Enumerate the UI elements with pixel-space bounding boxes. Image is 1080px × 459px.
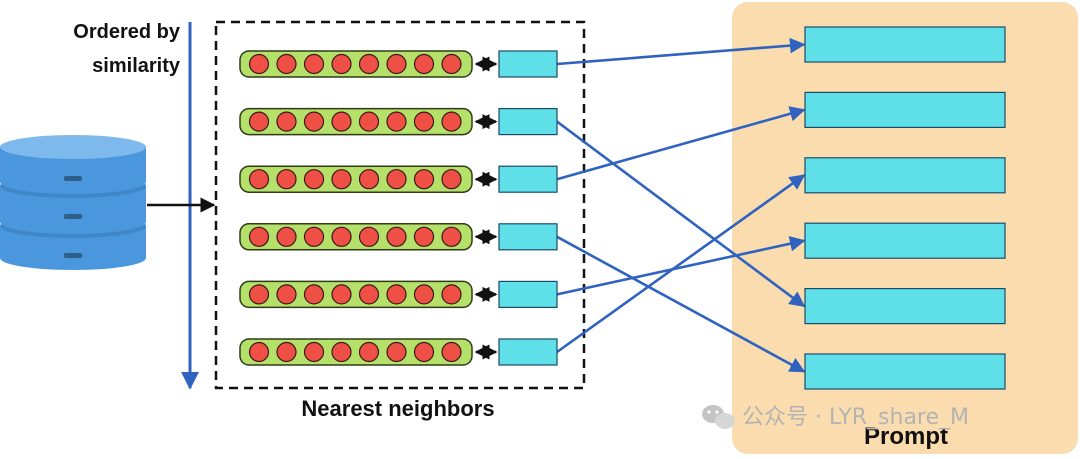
neighbor-row [239, 107, 558, 136]
embedding-dimension [413, 341, 435, 363]
embedding-dimension [248, 169, 270, 190]
embedding-dimension [441, 169, 462, 190]
prompt-label: Prompt [864, 423, 948, 450]
neighbor-row [239, 50, 558, 78]
embedding-dimension [331, 226, 352, 247]
prompt-slot [804, 91, 1006, 129]
embedding-dimension [331, 341, 352, 363]
embedding-dimension [386, 53, 407, 75]
embedding-dimension [413, 53, 435, 75]
embedding-dimension [331, 169, 352, 190]
embedding-dimension [386, 111, 407, 132]
document-chunk [498, 338, 558, 366]
embedding-dimension [303, 341, 325, 363]
embedding-dimension [248, 111, 270, 132]
embedding-dimension [276, 284, 297, 305]
embedding-dimension [441, 226, 462, 247]
embedding-dimension [248, 226, 270, 247]
embedding-dimension [276, 341, 297, 363]
embedding-dimension [386, 169, 407, 190]
wechat-watermark-icon [702, 405, 735, 429]
neighbors-container [214, 20, 586, 390]
embedding-dimension [358, 284, 380, 305]
embedding-vector [239, 338, 473, 366]
prompt-slots [804, 26, 1006, 390]
order-label-line2: similarity [92, 55, 181, 77]
embedding-dimension [386, 226, 407, 247]
retrieval-arrow [556, 235, 806, 373]
neighbor-row [239, 223, 558, 251]
embedding-dimension [303, 53, 325, 75]
neighbor-row [239, 338, 558, 366]
embedding-dimension [303, 169, 325, 190]
neighbor-rows [239, 50, 558, 366]
embedding-dimension [386, 284, 407, 305]
embedding-dimension [331, 111, 352, 132]
embedding-dimension [276, 53, 297, 75]
embedding-dimension [413, 111, 435, 132]
embedding-dimension [331, 53, 352, 75]
embedding-dimension [441, 111, 462, 132]
embedding-dimension [413, 284, 435, 305]
retrieval-arrow [556, 106, 806, 181]
document-chunk [498, 50, 558, 78]
retrieval-links [556, 37, 806, 373]
embedding-vector [239, 50, 473, 78]
embedding-dimension [358, 169, 380, 190]
embedding-dimension [276, 111, 297, 132]
prompt-slot [804, 157, 1006, 194]
embedding-dimension [358, 111, 380, 132]
embedding-dimension [303, 284, 325, 305]
retrieval-arrow [556, 37, 806, 66]
embedding-vector [239, 165, 473, 193]
embedding-dimension [441, 53, 462, 75]
embedding-dimension [441, 341, 462, 363]
database-icon [0, 135, 146, 270]
prompt-slot [804, 222, 1006, 259]
embedding-dimension [276, 169, 297, 190]
embedding-dimension [413, 169, 435, 190]
embedding-dimension [358, 53, 380, 75]
prompt-slot [804, 353, 1006, 390]
embedding-vector [239, 280, 473, 309]
embedding-dimension [358, 341, 380, 363]
prompt-slot [804, 26, 1006, 63]
neighbor-row [239, 165, 558, 193]
order-label-line1: Ordered by [73, 21, 181, 43]
embedding-dimension [276, 226, 297, 247]
retrieval-arrow [556, 174, 806, 354]
embedding-dimension [248, 341, 270, 363]
embedding-vector [239, 107, 473, 136]
retrieval-arrow [556, 120, 806, 308]
retrieval-arrow [556, 236, 806, 296]
neighbor-row [239, 280, 558, 309]
embedding-dimension [303, 226, 325, 247]
embedding-dimension [413, 226, 435, 247]
embedding-vector [239, 223, 473, 251]
embedding-dimension [303, 111, 325, 132]
document-chunk [498, 223, 558, 251]
document-chunk [498, 165, 558, 193]
embedding-dimension [441, 284, 462, 305]
document-chunk [498, 280, 558, 308]
embedding-dimension [358, 226, 380, 247]
embedding-dimension [386, 341, 407, 363]
document-chunk [498, 107, 558, 136]
embedding-dimension [331, 284, 352, 305]
watermark-text: 公众号 · LYR_share_M [742, 405, 969, 430]
embedding-dimension [248, 53, 270, 75]
neighbors-label: Nearest neighbors [301, 396, 494, 421]
embedding-dimension [248, 284, 270, 305]
prompt-slot [804, 288, 1006, 325]
